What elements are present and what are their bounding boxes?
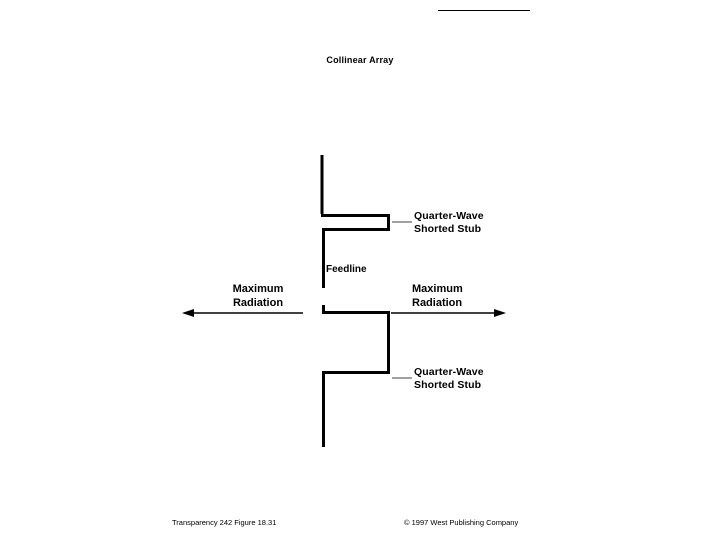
quarter-wave-stub-label-top: Quarter-Wave Shorted Stub [414, 210, 484, 236]
maximum-radiation-label-left: Maximum Radiation [204, 283, 312, 311]
top-rule-line [438, 10, 530, 11]
quarter-wave-stub-bottom-line2: Shorted Stub [414, 379, 482, 392]
feedline-label: Feedline [326, 264, 367, 275]
quarter-wave-stub-top-line1: Quarter-Wave [414, 210, 484, 222]
maximum-radiation-right-line1: Maximum [412, 283, 463, 295]
maximum-radiation-right-line2: Radiation [412, 296, 463, 309]
page-title: Collinear Array [326, 55, 394, 65]
maximum-radiation-left-line2: Radiation [232, 296, 284, 309]
quarter-wave-stub-bottom-line1: Quarter-Wave [414, 366, 484, 378]
quarter-wave-stub-top-line2: Shorted Stub [414, 223, 482, 236]
maximum-radiation-label-right: Maximum Radiation [412, 283, 520, 311]
right-radiation-arrow-head [494, 309, 506, 317]
quarter-wave-stub-label-bottom: Quarter-Wave Shorted Stub [414, 366, 484, 392]
footer-copyright: © 1997 West Publishing Company [404, 518, 519, 527]
left-radiation-arrow-head [182, 309, 194, 317]
maximum-radiation-left-line1: Maximum [232, 283, 284, 295]
footer-transparency-reference: Transparency 242 Figure 18.31 [172, 518, 277, 527]
